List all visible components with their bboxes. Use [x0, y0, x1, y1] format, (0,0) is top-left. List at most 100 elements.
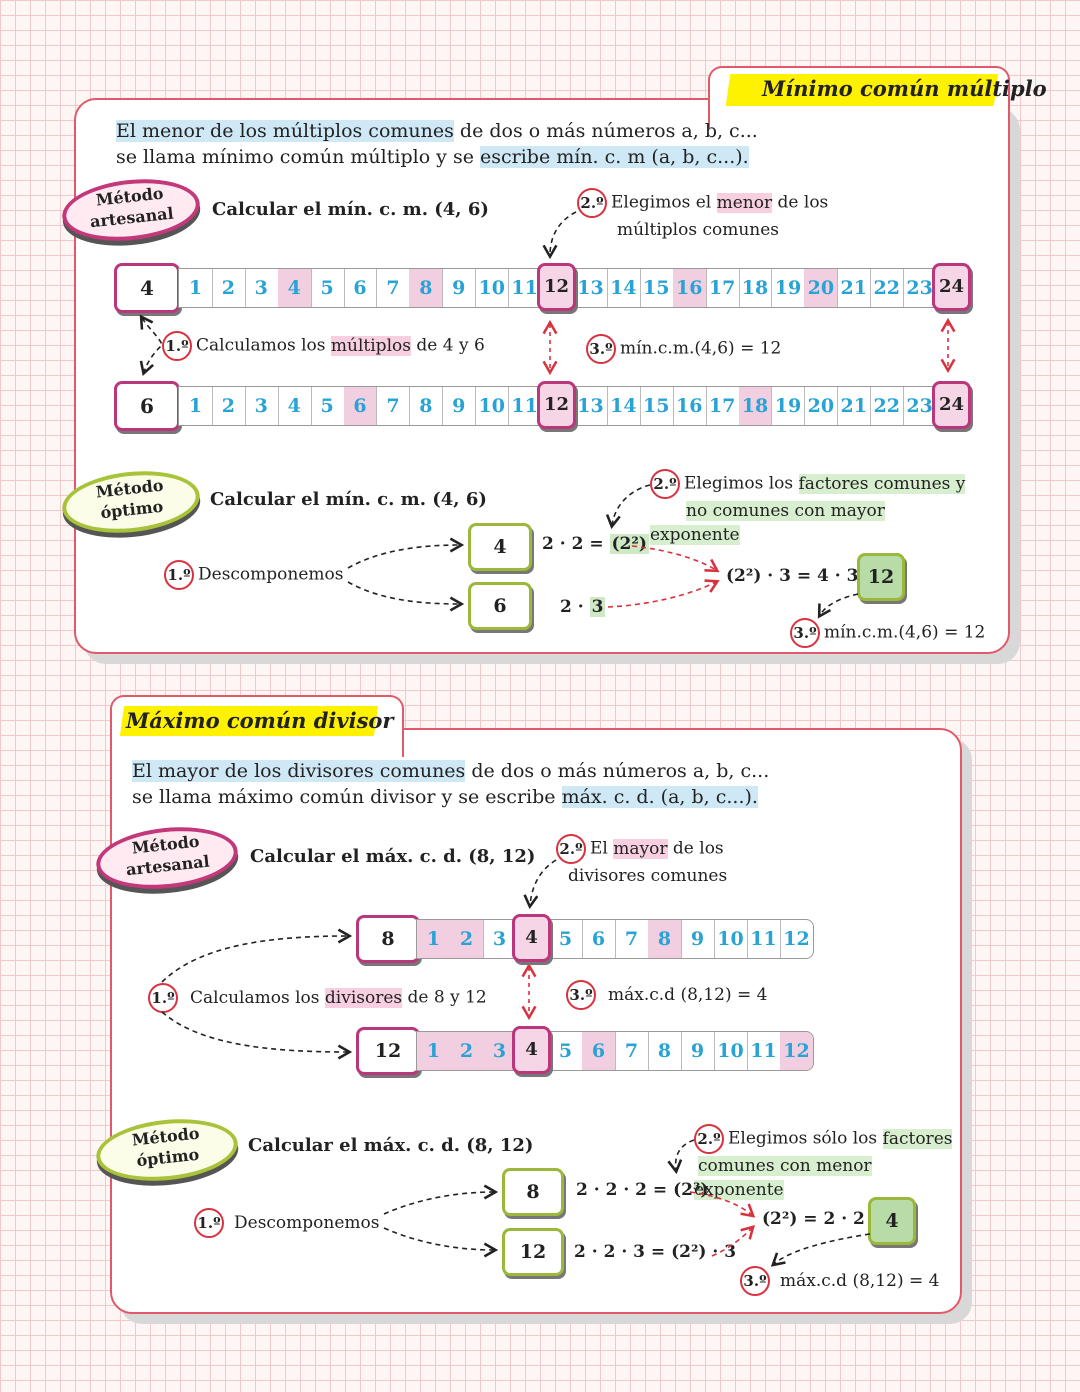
strip-cell: 4	[278, 387, 312, 425]
mcd-formula-12: 2 · 2 · 3 = (2²) · 3	[574, 1242, 737, 1262]
strip-cell: 8	[648, 1032, 682, 1070]
strip-cell: 20	[804, 387, 839, 425]
mcd-artesanal-task: Calcular el máx. c. d. (8, 12)	[250, 846, 536, 867]
strip-cell: 6	[582, 1032, 616, 1070]
mcm-result-box: 12	[857, 553, 905, 601]
strip-cell: 7	[615, 1032, 649, 1070]
mcd-row1-label: 8	[356, 915, 420, 963]
strip-cell: 18	[739, 269, 773, 307]
strip-cell: 5	[311, 269, 345, 307]
mcd-title: Máximo común divisor	[126, 708, 394, 733]
strip-cell: 17	[706, 269, 740, 307]
strip-cell: 4	[277, 269, 312, 307]
strip-cell: 17	[706, 387, 740, 425]
strip-cell: 8	[409, 269, 444, 307]
strip-cell: 10	[475, 269, 510, 307]
mcm-card	[74, 98, 1010, 654]
strip-cell: 8	[409, 387, 444, 425]
strip-cell: 7	[615, 920, 649, 958]
mcd-optimo-task: Calcular el máx. c. d. (8, 12)	[248, 1135, 534, 1156]
strip-cell: 11	[747, 1032, 781, 1070]
strip-cell: 5	[549, 1032, 583, 1070]
strip-cell: 11	[747, 920, 781, 958]
strip-cell: 1	[417, 920, 451, 958]
strip-cell: 6	[343, 387, 378, 425]
common-value-box: 4	[512, 1026, 551, 1074]
strip-cell: 12	[780, 920, 813, 958]
mcd-result-box: 4	[868, 1197, 916, 1245]
strip-cell: 22	[870, 387, 905, 425]
mcd-optimo-box-12: 12	[502, 1228, 564, 1276]
mcm-definition: El menor de los múltiplos comunes de dos…	[116, 120, 758, 168]
mcd-divisors-strip-8: 123456789101112	[416, 919, 814, 959]
strip-cell: 13	[574, 387, 608, 425]
mcd-row2-label: 12	[356, 1027, 420, 1075]
strip-cell: 7	[377, 387, 411, 425]
mcd-result-formula: (2²) = 2 · 2 =	[762, 1209, 886, 1229]
strip-cell: 1	[179, 269, 213, 307]
strip-cell: 9	[442, 387, 477, 425]
mcm-row1-label: 4	[114, 263, 180, 313]
mcd-formula-8: 2 · 2 · 2 = (2³)	[576, 1180, 709, 1200]
mcd-optimo-box-8: 8	[502, 1168, 564, 1216]
strip-cell: 2	[212, 387, 246, 425]
mcm-optimo-box-4: 4	[468, 523, 532, 571]
strip-cell: 10	[714, 1032, 748, 1070]
strip-cell: 2	[450, 1032, 484, 1070]
strip-cell: 13	[574, 269, 608, 307]
strip-cell: 14	[607, 387, 641, 425]
strip-cell: 21	[837, 269, 872, 307]
mcm-formula-4: 2 · 2 = (2²)	[542, 534, 649, 554]
strip-cell: 2	[450, 920, 484, 958]
strip-cell: 10	[475, 387, 510, 425]
strip-cell: 16	[673, 387, 707, 425]
strip-cell: 14	[607, 269, 641, 307]
mcm-result-formula: (2²) · 3 = 4 · 3 =	[726, 566, 879, 586]
strip-cell: 22	[870, 269, 905, 307]
strip-cell: 1	[417, 1032, 451, 1070]
strip-cell: 20	[804, 269, 839, 307]
mcd-divisors-strip-12: 123456789101112	[416, 1031, 814, 1071]
strip-cell: 7	[377, 269, 411, 307]
mcm-optimo-task: Calcular el mín. c. m. (4, 6)	[210, 489, 487, 510]
strip-cell: 12	[780, 1032, 813, 1070]
mcm-row2-label: 6	[114, 381, 180, 431]
strip-cell: 9	[681, 1032, 715, 1070]
strip-cell: 8	[648, 920, 682, 958]
strip-cell: 6	[582, 920, 616, 958]
strip-cell: 1	[179, 387, 213, 425]
common-value-box: 12	[537, 381, 576, 429]
common-value-box: 12	[537, 263, 576, 311]
strip-cell: 3	[245, 387, 279, 425]
mcm-artesanal-task: Calcular el mín. c. m. (4, 6)	[212, 199, 489, 220]
strip-cell: 19	[772, 387, 806, 425]
strip-cell: 21	[837, 387, 872, 425]
common-value-box: 4	[512, 914, 551, 962]
strip-cell: 16	[672, 269, 707, 307]
strip-cell: 2	[212, 269, 246, 307]
common-value-box: 24	[932, 381, 971, 429]
strip-cell: 3	[245, 269, 279, 307]
strip-cell: 10	[714, 920, 748, 958]
mcd-definition: El mayor de los divisores comunes de dos…	[132, 760, 770, 808]
strip-cell: 18	[738, 387, 773, 425]
mcm-formula-6: 2 · 3	[560, 597, 606, 617]
strip-cell: 15	[640, 269, 674, 307]
mcm-optimo-box-6: 6	[468, 582, 532, 630]
common-value-box: 24	[932, 263, 971, 311]
strip-cell: 5	[549, 920, 583, 958]
strip-cell: 15	[640, 387, 674, 425]
strip-cell: 9	[681, 920, 715, 958]
